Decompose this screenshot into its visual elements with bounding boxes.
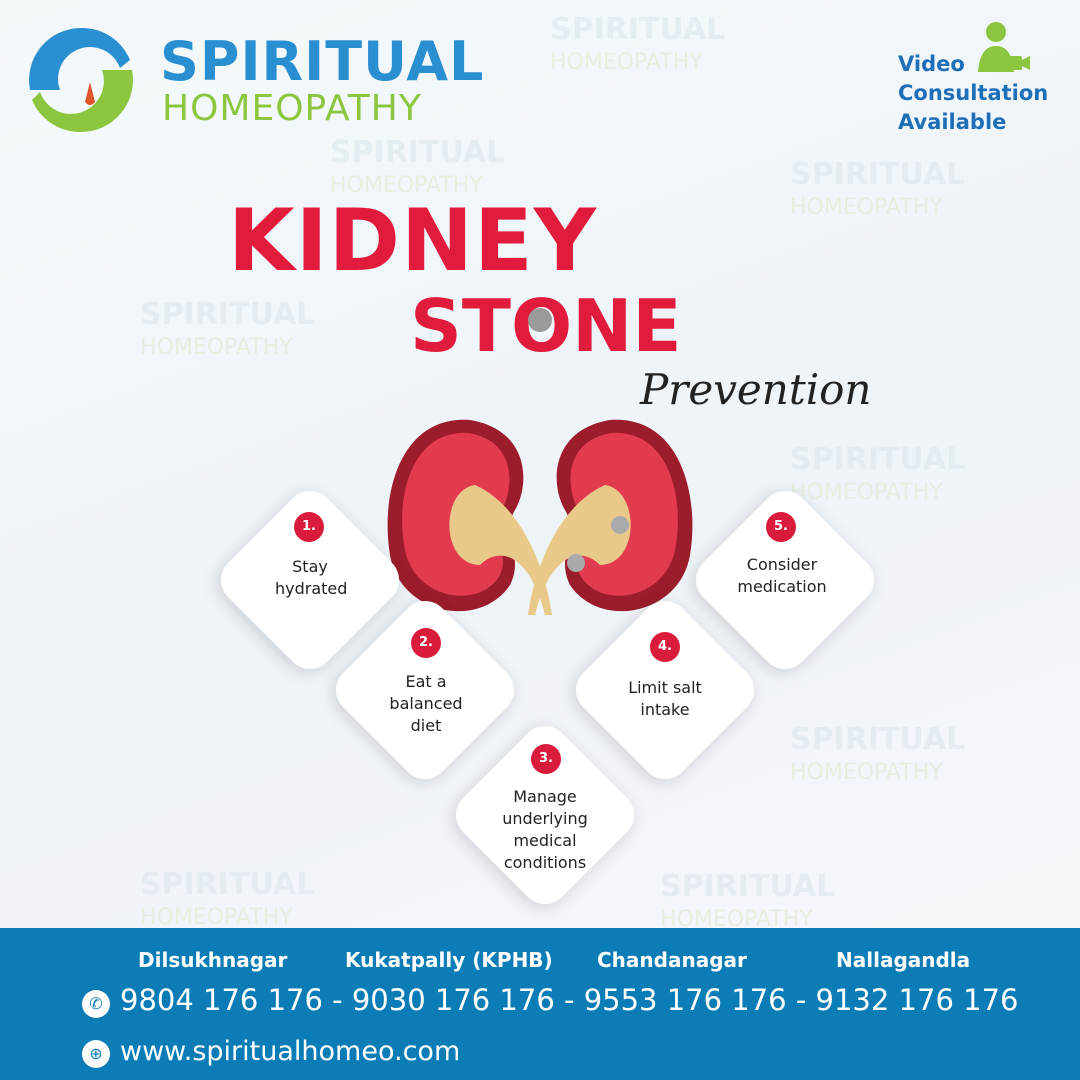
location: Kukatpally (KPHB) bbox=[345, 948, 553, 972]
tip-text: Eat a balanced diet bbox=[389, 672, 463, 735]
tip-number: 3. bbox=[531, 744, 561, 774]
logo-icon bbox=[29, 27, 133, 133]
location: Dilsukhnagar bbox=[138, 948, 288, 972]
stone-icon bbox=[528, 308, 552, 332]
phone-numbers[interactable]: 9804 176 176 - 9030 176 176 - 9553 176 1… bbox=[120, 983, 1019, 1017]
tip-number: 2. bbox=[411, 628, 441, 658]
website-link[interactable]: www.spiritualhomeo.com bbox=[120, 1036, 461, 1067]
globe-icon: ⊕ bbox=[82, 1040, 110, 1068]
location: Nallagandla bbox=[836, 948, 971, 972]
tip-number: 5. bbox=[766, 512, 796, 542]
brand-name: SPIRITUAL bbox=[160, 30, 485, 93]
tip-text: Consider medication bbox=[737, 555, 827, 596]
phone-icon: ✆ bbox=[82, 990, 110, 1018]
tip-text: Stay hydrated bbox=[275, 557, 348, 598]
tip-number: 1. bbox=[294, 512, 324, 542]
brand-subtitle: HOMEOPATHY bbox=[162, 88, 422, 129]
tip-number: 4. bbox=[650, 632, 680, 662]
tip-text: Manage underlying medical conditions bbox=[502, 787, 588, 872]
kidneys-illustration bbox=[387, 419, 693, 615]
tip-text: Limit salt intake bbox=[628, 678, 702, 719]
title-kidney: KIDNEY bbox=[228, 191, 598, 291]
location: Chandanagar bbox=[597, 948, 747, 972]
footer: Dilsukhnagar Kukatpally (KPHB) Chandanag… bbox=[0, 928, 1080, 1080]
title-prevention: Prevention bbox=[640, 365, 872, 414]
video-user-icon bbox=[978, 22, 1030, 72]
